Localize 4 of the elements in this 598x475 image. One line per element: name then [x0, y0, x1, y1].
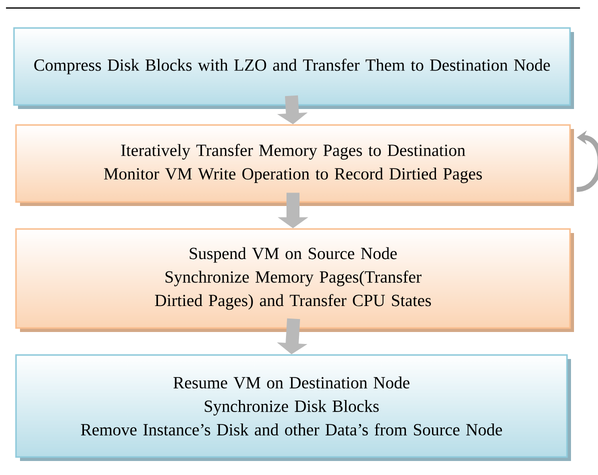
process-box: Iteratively Transfer Memory Pages to Destination Monitor VM Write Operation to Record Dirtied Pages — [15, 124, 574, 206]
process-box: Compress Disk Blocks with LZO and Transfer Them to Destination Node — [13, 27, 574, 109]
process-box: Resume VM on Destination Node Synchronize Disk Blocks Remove Instance’s Disk and other Data’s from Source Node — [15, 354, 571, 461]
process-box: Suspend VM on Source Node Synchronize Memory Pages(Transfer Dirtied Pages) and Transfer CPU States — [15, 228, 574, 332]
